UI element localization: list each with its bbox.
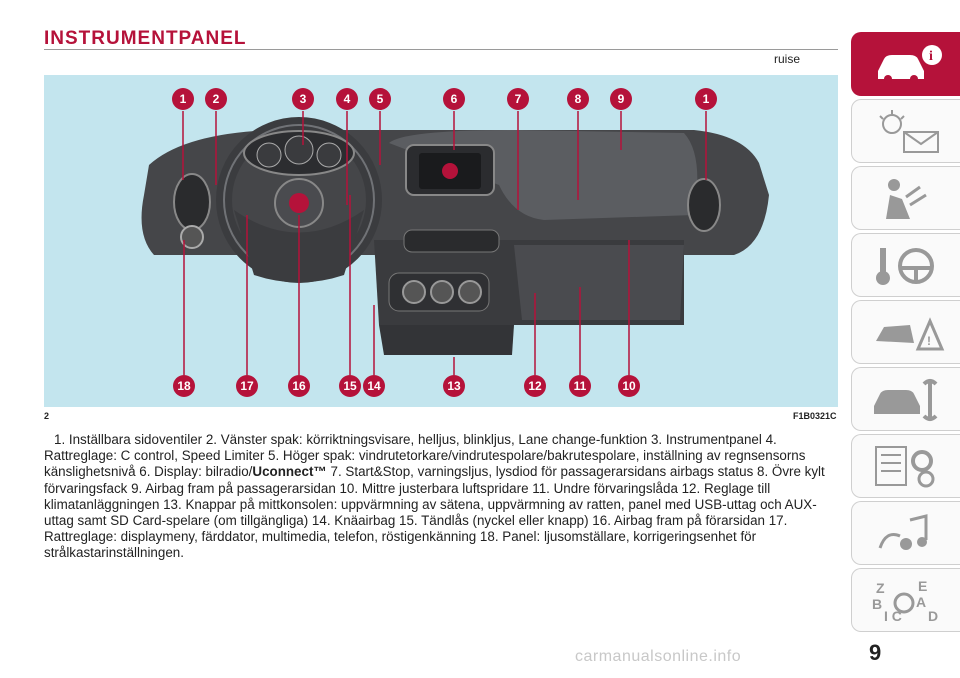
sidebar-tab-index[interactable]: Z E B A I C D bbox=[851, 568, 960, 632]
callout-lines bbox=[182, 111, 707, 375]
multimedia-icon bbox=[878, 514, 928, 550]
svg-text:!: ! bbox=[927, 334, 931, 348]
sidebar-tab-maintenance[interactable] bbox=[851, 367, 960, 431]
dashboard-figure: 1 2 3 4 5 6 7 8 9 1 18 17 16 15 14 13 12… bbox=[44, 75, 838, 407]
figure-code: F1B0321C bbox=[793, 411, 837, 421]
key-steering-icon bbox=[876, 248, 934, 285]
left-vent bbox=[173, 173, 211, 231]
title-rule bbox=[44, 49, 838, 50]
sidebar-tab-car-info[interactable]: i bbox=[851, 32, 960, 96]
callout-badge: 7 bbox=[507, 88, 529, 110]
sidebar-tab-warning-lights[interactable] bbox=[851, 99, 960, 163]
warning-lights-mail-icon bbox=[879, 110, 939, 153]
sidebar-tab-multimedia[interactable] bbox=[851, 501, 960, 565]
callout-badge: 18 bbox=[173, 375, 195, 397]
callout-badge: 16 bbox=[288, 375, 310, 397]
caption-text-2: 7. Start&Stop, varningsljus, lysdiod för… bbox=[44, 464, 825, 561]
car-info-icon: i bbox=[878, 45, 942, 83]
right-vent bbox=[687, 178, 721, 232]
callout-badge: 8 bbox=[567, 88, 589, 110]
callout-badge: 5 bbox=[369, 88, 391, 110]
callout-badge: 1 bbox=[172, 88, 194, 110]
lower-console bbox=[379, 325, 514, 355]
light-switch bbox=[180, 225, 204, 249]
uconnect-label: Uconnect™ bbox=[252, 464, 327, 480]
glovebox bbox=[514, 245, 684, 320]
callout-badge: 11 bbox=[569, 375, 591, 397]
page-number: 9 bbox=[869, 640, 882, 665]
svg-text:I C: I C bbox=[884, 608, 902, 624]
display-logo bbox=[442, 163, 458, 179]
callout-badge: 13 bbox=[443, 375, 465, 397]
seat-airbag-icon bbox=[886, 179, 927, 219]
callout-badge: 3 bbox=[292, 88, 314, 110]
caption-text-1: 1. Inställbara sidoventiler 2. Vänster s… bbox=[44, 432, 806, 480]
callout-badge: 9 bbox=[610, 88, 632, 110]
sidebar-tab-emergency[interactable]: ! bbox=[851, 300, 960, 364]
callout-badge: 4 bbox=[336, 88, 358, 110]
center-vents bbox=[403, 229, 500, 253]
sidebar-tab-technical-data[interactable] bbox=[851, 434, 960, 498]
callout-badge: 10 bbox=[618, 375, 640, 397]
svg-text:E: E bbox=[918, 578, 927, 594]
callout-badge: 14 bbox=[363, 375, 385, 397]
section-title: INSTRUMENTPANEL bbox=[44, 28, 247, 49]
alphabetical-index-icon: Z E B A I C D bbox=[872, 578, 938, 624]
callout-badge: 2 bbox=[205, 88, 227, 110]
callout-badge: 6 bbox=[443, 88, 465, 110]
svg-text:A: A bbox=[916, 594, 926, 610]
watermark: carmanualsonline.info bbox=[575, 648, 742, 665]
steering-logo bbox=[289, 193, 309, 213]
figure-caption: 1. Inställbara sidoventiler 2. Vänster s… bbox=[44, 432, 834, 562]
svg-text:Z: Z bbox=[876, 580, 885, 596]
callout-badge: 1 bbox=[695, 88, 717, 110]
specs-gears-icon bbox=[875, 446, 935, 488]
sidebar-tab-starting-driving[interactable] bbox=[851, 233, 960, 297]
svg-text:i: i bbox=[929, 49, 933, 64]
callout-badge: 15 bbox=[339, 375, 361, 397]
sidebar-tab-safety[interactable] bbox=[851, 166, 960, 230]
car-service-icon bbox=[874, 379, 938, 421]
crash-warning-icon: ! bbox=[876, 317, 945, 351]
callout-badge: 12 bbox=[524, 375, 546, 397]
callout-badge: 17 bbox=[236, 375, 258, 397]
svg-text:D: D bbox=[928, 608, 938, 624]
figure-number: 2 bbox=[44, 411, 50, 421]
dashboard-illustration bbox=[141, 111, 769, 375]
section-subtitle: ruise bbox=[774, 52, 801, 66]
svg-text:B: B bbox=[872, 596, 882, 612]
